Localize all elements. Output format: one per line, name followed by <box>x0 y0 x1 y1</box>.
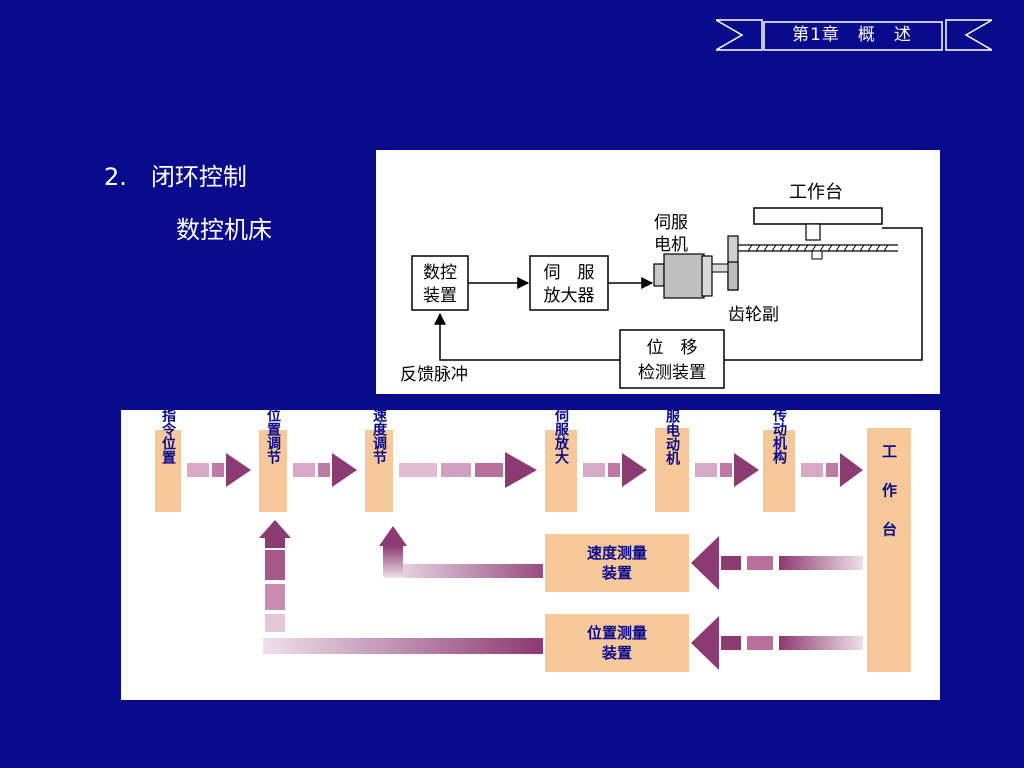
speed-feedback-arrow-out <box>379 526 543 578</box>
servo-motor-label-line2: 电机 <box>654 235 688 255</box>
position-feedback-arrow-out <box>259 520 543 654</box>
forward-arrow-3 <box>399 452 537 488</box>
block-speed-regulation: 速度调节 <box>365 407 393 512</box>
position-measurement-line1: 位置测量 <box>587 624 647 642</box>
block-servo-amplification-text: 伺服放大 <box>553 410 570 465</box>
cnc-device-box <box>411 255 469 311</box>
block-worktable-text: 工作台 <box>880 444 898 561</box>
section-heading: 2. 闭环控制 <box>104 163 247 191</box>
block-servo-motor: 伺服电动机 <box>655 394 689 512</box>
cnc-device-label-line2: 装置 <box>423 286 457 306</box>
block-transmission-text: 传动机构 <box>771 410 788 465</box>
block-command-position: 指令位置 <box>155 407 181 512</box>
worktable-nut <box>805 223 821 241</box>
forward-arrow-4 <box>583 453 647 487</box>
feedback-pulse-label: 反馈脉冲 <box>400 365 468 385</box>
closed-loop-flow-diagram: 指令位置 位置调节 速度调节 伺服放大 伺服电动机 传动机构 工作台 <box>121 394 940 700</box>
worktable-shape <box>753 207 883 225</box>
servo-amplifier-box <box>529 255 609 311</box>
position-measurement-line2: 装置 <box>601 644 632 662</box>
forward-arrow-2 <box>293 453 357 487</box>
block-position-regulation: 位置调节 <box>259 407 287 512</box>
block-speed-regulation-text: 速度调节 <box>371 410 387 465</box>
block-worktable: 工作台 <box>867 428 911 672</box>
servo-amplifier-label-line2: 放大器 <box>544 286 595 306</box>
cnc-device-label-line1: 数控 <box>423 263 457 283</box>
servo-amplifier-label-line1: 伺 服 <box>544 263 595 283</box>
servo-motor-label-line1: 伺服 <box>654 213 688 233</box>
feedback-line <box>434 312 620 361</box>
servo-motor-shape <box>653 253 729 299</box>
block-transmission: 传动机构 <box>763 407 795 512</box>
worktable-to-detector-line <box>724 227 923 361</box>
displacement-detector-box <box>619 329 725 389</box>
block-command-position-text: 指令位置 <box>160 410 177 465</box>
block-servo-amplification: 伺服放大 <box>545 407 577 512</box>
closed-loop-schematic: 工作台 伺服 电机 <box>376 150 940 394</box>
worktable-label: 工作台 <box>789 182 843 203</box>
chapter-title: 第1章 概 述 <box>792 25 912 45</box>
lead-screw <box>738 244 898 260</box>
gear-pair <box>727 235 739 291</box>
chapter-banner <box>716 19 992 51</box>
speed-measurement-box: 速度测量 装置 <box>545 534 689 592</box>
position-measurement-box: 位置测量 装置 <box>545 614 689 672</box>
speed-measurement-line2: 装置 <box>601 564 632 582</box>
block-position-regulation-text: 位置调节 <box>265 410 281 465</box>
forward-arrow-1 <box>187 453 251 487</box>
forward-arrow-6 <box>801 453 863 487</box>
displacement-detector-label-line2: 检测装置 <box>638 363 706 383</box>
forward-arrow-5 <box>695 453 759 487</box>
section-subheading: 数控机床 <box>176 216 272 244</box>
displacement-detector-label-line1: 位 移 <box>647 338 698 358</box>
gear-pair-label: 齿轮副 <box>728 305 779 325</box>
speed-feedback-arrow-in <box>691 536 863 590</box>
speed-measurement-line1: 速度测量 <box>587 544 647 562</box>
position-feedback-arrow-in <box>691 616 863 670</box>
block-servo-motor-text: 伺服电动机 <box>664 410 681 466</box>
